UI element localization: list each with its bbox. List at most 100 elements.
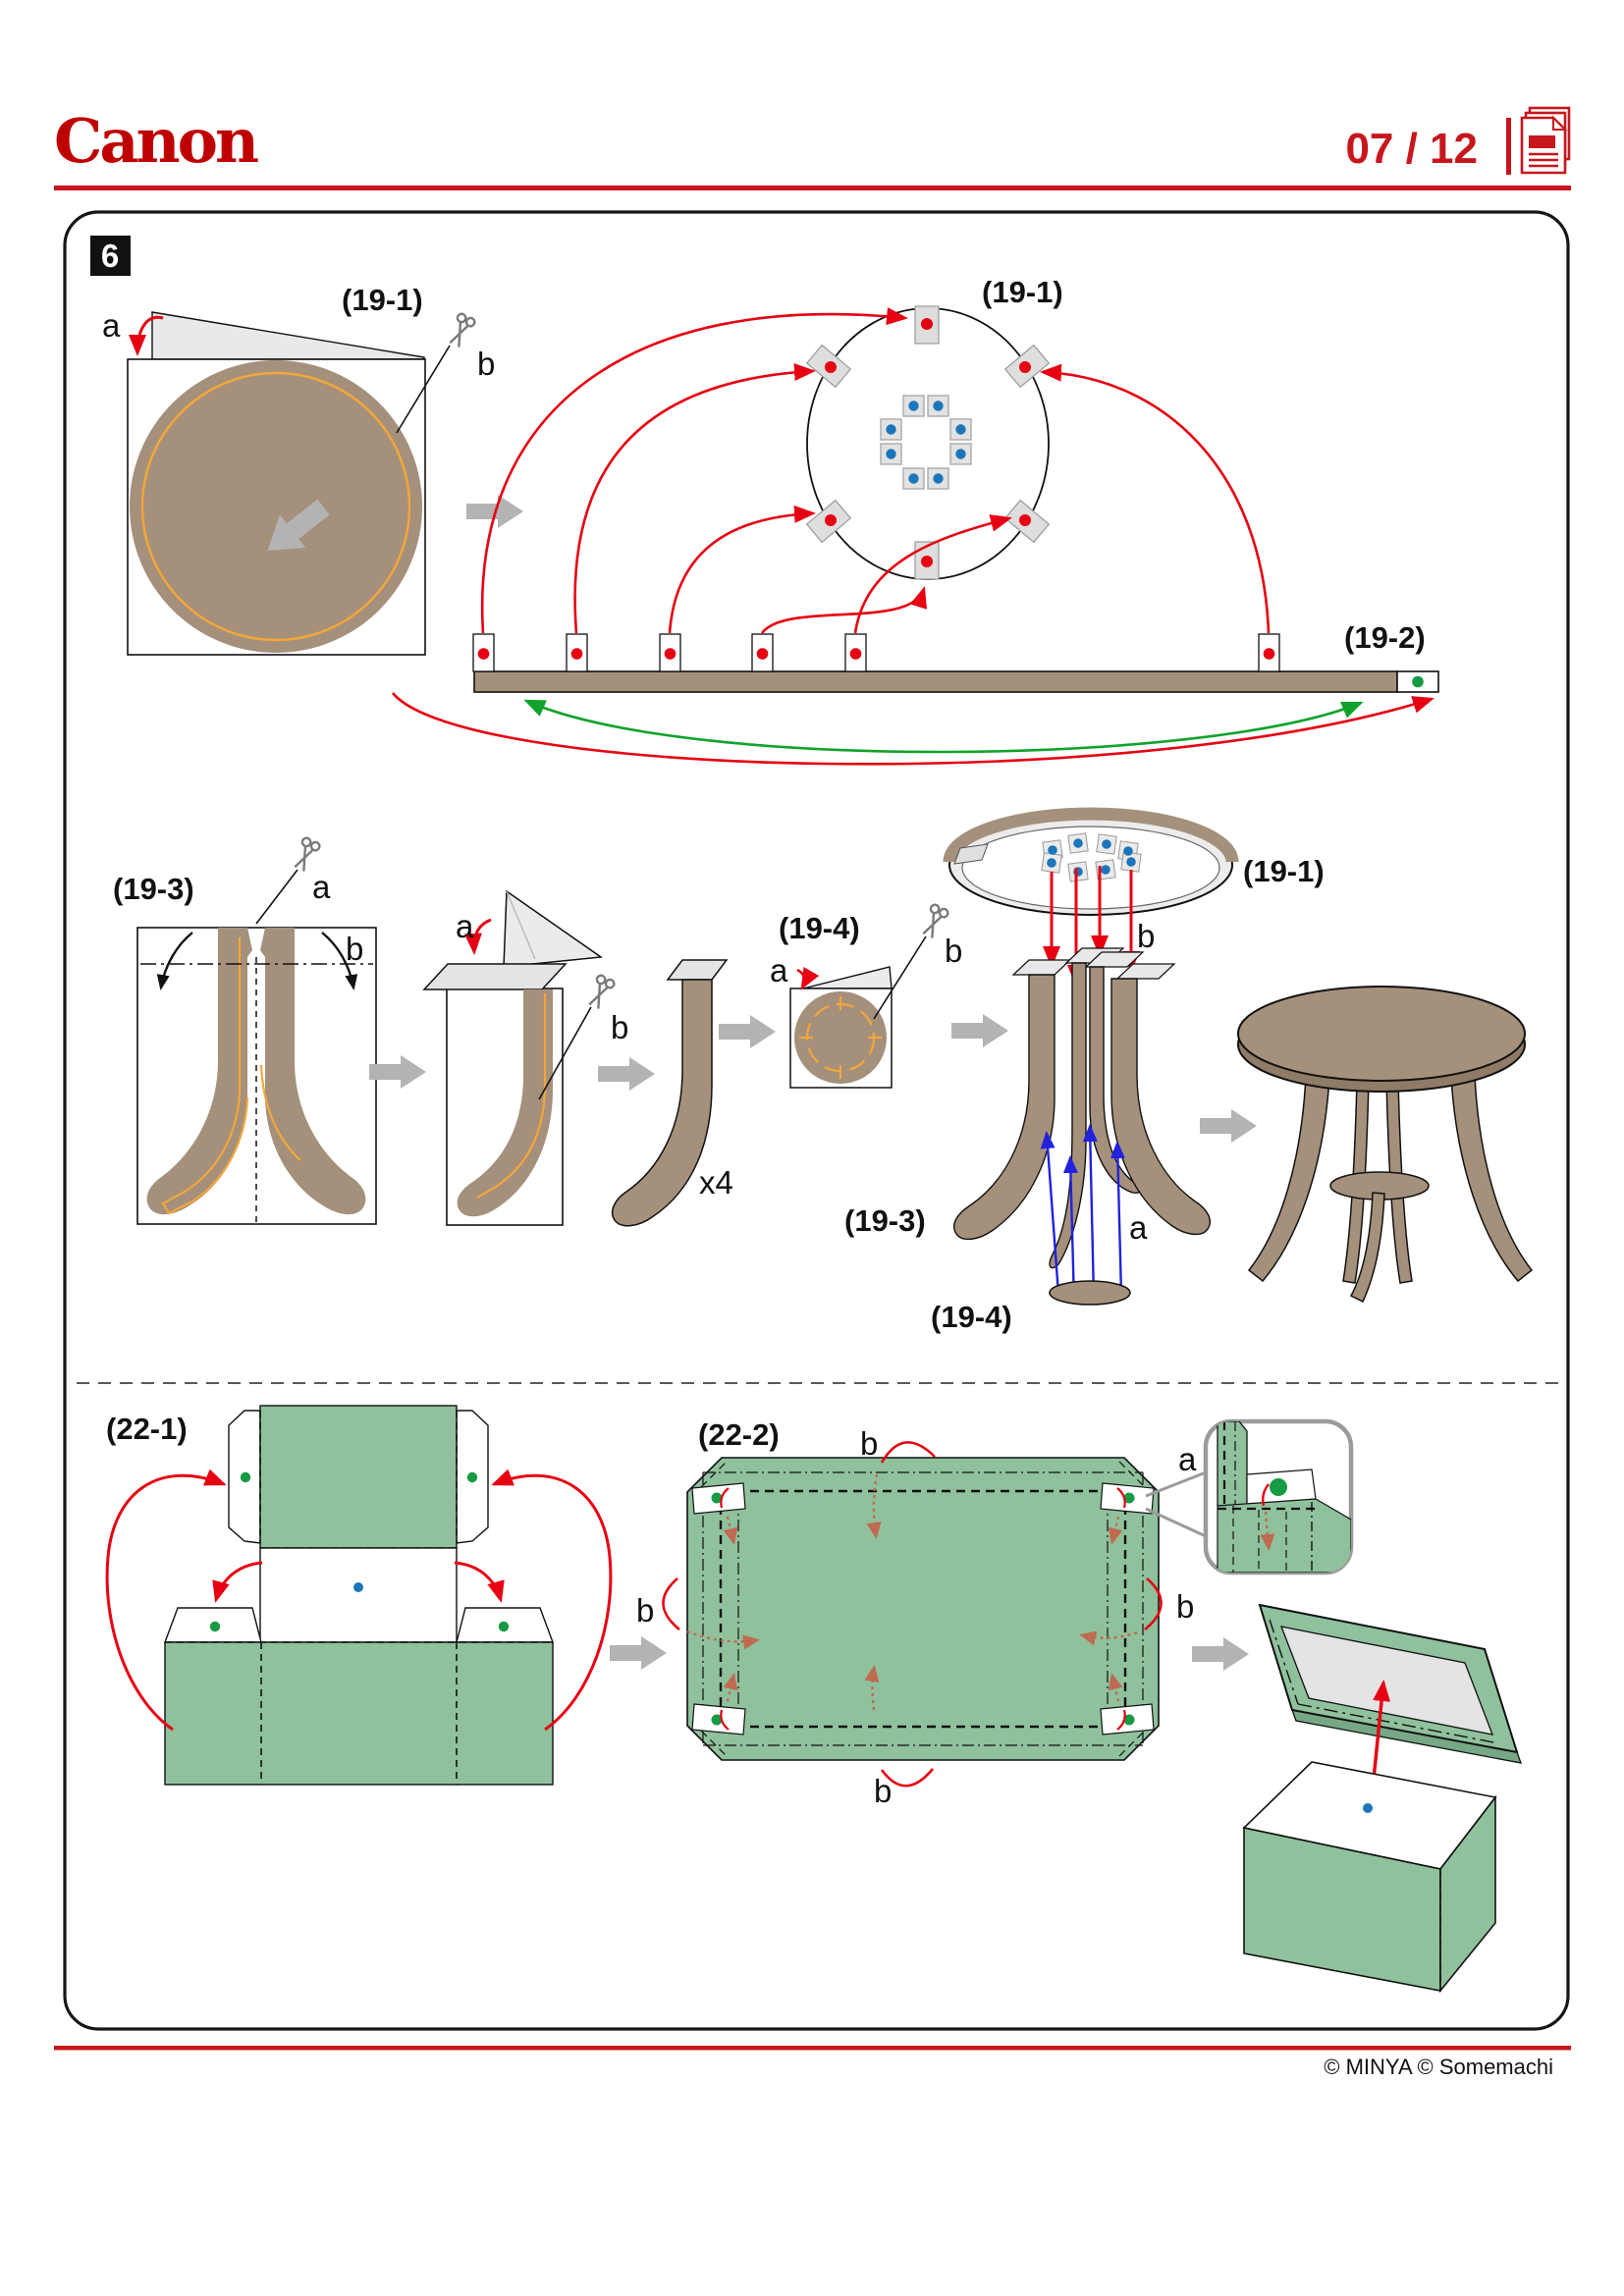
callout-pointer xyxy=(1145,1470,1207,1538)
canon-logo: Canon xyxy=(54,105,258,177)
fig-finished-table xyxy=(1237,986,1534,1304)
label-x4: x4 xyxy=(699,1164,733,1201)
leg-shape xyxy=(611,979,713,1227)
rim-band xyxy=(943,807,1239,863)
fold-lines xyxy=(1243,1796,1496,1991)
page-footer: © MINYA © Somemachi xyxy=(54,2046,1571,2079)
lid-band-panel xyxy=(164,1641,554,1786)
fold-arrows-red xyxy=(105,1468,613,1732)
fold-over-arrows xyxy=(662,1441,1163,1788)
tick-marks xyxy=(799,996,882,1079)
assembly-panel: 6 (19-1) a b (19-1) xyxy=(63,210,1570,2031)
lid-face-panel xyxy=(259,1547,458,1643)
glue-dots-blue xyxy=(1047,838,1136,877)
marker-a: a xyxy=(312,869,331,905)
label-19-2: (19-2) xyxy=(1344,620,1426,655)
label-19-3: (19-3) xyxy=(844,1203,926,1238)
fold-lines xyxy=(165,1641,553,1785)
marker-b: b xyxy=(945,933,962,969)
label-19-1: (19-1) xyxy=(342,283,423,317)
top-flap xyxy=(422,963,568,990)
cut-line xyxy=(259,1064,301,1161)
fold-lines xyxy=(691,1461,1155,1757)
label-19-4: (19-4) xyxy=(779,911,860,945)
tabletop-circle xyxy=(130,360,422,653)
leg-shape-right xyxy=(260,928,366,1215)
page-header: Canon 07 / 12 xyxy=(54,105,1571,190)
footer-rule xyxy=(54,2046,1571,2051)
fold-arrow xyxy=(321,932,358,990)
marker-b: b xyxy=(874,1773,892,1809)
cut-line xyxy=(476,993,547,1199)
marker-a: a xyxy=(1178,1441,1197,1477)
cut-line xyxy=(161,937,249,1215)
cut-line xyxy=(140,371,411,642)
fig-22-2-box xyxy=(1242,1761,1497,1994)
marker-b: b xyxy=(636,1592,654,1629)
lid-top-panel xyxy=(259,1405,458,1549)
fold-arrow xyxy=(156,932,193,990)
fig-19-3-cut-leg: x4 xyxy=(611,959,733,1227)
fig-19-1-card: (19-1) a b xyxy=(102,283,495,656)
glue-dot-green xyxy=(1412,675,1424,688)
pages-icon xyxy=(1520,106,1571,175)
label-22-2: (22-2) xyxy=(698,1417,780,1452)
marker-a: a xyxy=(770,952,788,988)
tabletop xyxy=(1237,986,1526,1082)
shelf-disc xyxy=(1049,1280,1131,1306)
step-number: 6 xyxy=(101,238,119,274)
glue-dot-blue xyxy=(353,1582,363,1592)
step-badge: 6 xyxy=(90,236,131,276)
raised-flap xyxy=(503,889,604,968)
roll-arrow-red xyxy=(391,692,1435,766)
label-19-4: (19-4) xyxy=(931,1300,1012,1334)
marker-b: b xyxy=(860,1425,878,1462)
page-number: 07 / 12 xyxy=(1345,125,1478,173)
strip-tabs xyxy=(472,633,1280,672)
fig-19-2-strip: (19-2) xyxy=(391,307,1439,766)
glue-dots-red xyxy=(825,318,1031,567)
fold-lines xyxy=(1269,1619,1499,1744)
marker-b: b xyxy=(1176,1588,1194,1625)
fig-22-2-template: (22-2) xyxy=(636,1417,1194,1809)
fig-leg-assembly: (19-1) xyxy=(844,807,1325,1334)
fold-arrow-a xyxy=(796,967,820,990)
fold-arrow-a xyxy=(129,315,164,356)
strip-body xyxy=(473,670,1398,693)
label-19-3: (19-3) xyxy=(113,872,194,906)
marker-a: a xyxy=(456,908,474,944)
label-19-1: (19-1) xyxy=(982,275,1063,309)
fig-19-3-template: (19-3) a b xyxy=(113,835,377,1225)
glue-dot-green xyxy=(498,1621,510,1632)
leg-shape xyxy=(457,989,553,1217)
marker-a: a xyxy=(1129,1209,1148,1246)
copyright: © MINYA © Somemachi xyxy=(1324,2055,1553,2079)
glue-dots-blue xyxy=(886,400,966,484)
marker-a: a xyxy=(102,307,121,344)
glue-dot-blue xyxy=(1363,1803,1373,1813)
fig-19-4-card: (19-4) a b xyxy=(770,902,962,1089)
marker-b: b xyxy=(1137,918,1155,954)
insert-arrows-blue xyxy=(1040,1124,1125,1305)
label-22-1: (22-1) xyxy=(106,1412,188,1446)
glue-dot-green xyxy=(240,1471,251,1483)
fig-22-2-detail-callout: a xyxy=(1145,1418,1354,1575)
rim-inner-tabs xyxy=(953,843,989,865)
label-19-1: (19-1) xyxy=(1243,854,1325,888)
glue-dot-green xyxy=(209,1621,221,1632)
attach-arrows-red xyxy=(480,307,1271,634)
header-divider xyxy=(1506,118,1511,175)
glue-dot-green xyxy=(466,1471,478,1483)
callout-content xyxy=(1217,1421,1351,1573)
marker-b: b xyxy=(477,346,495,382)
header-rule xyxy=(54,186,1571,190)
corner-tabs xyxy=(691,1482,1155,1735)
rim-tabs xyxy=(805,305,1051,580)
fig-22-1-template: (22-1) xyxy=(105,1405,613,1786)
lid-unfolded xyxy=(686,1457,1160,1761)
leg-shape-left xyxy=(146,928,252,1215)
marker-b: b xyxy=(611,1009,628,1045)
join-arrow-green xyxy=(523,699,1364,754)
